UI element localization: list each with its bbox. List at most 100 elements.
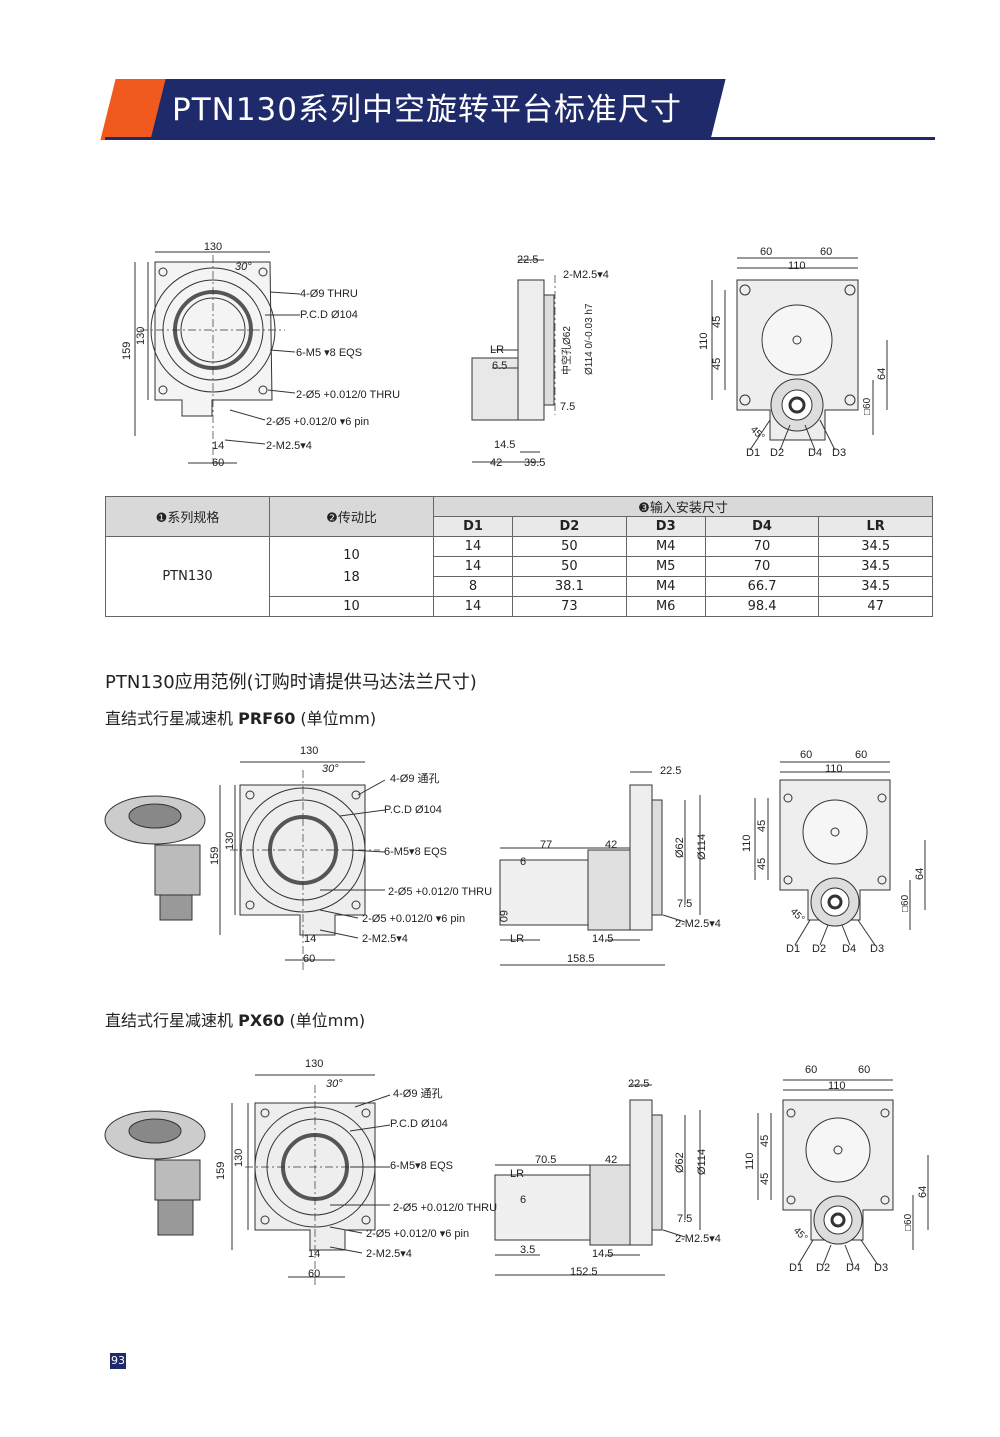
- table-row: 14 50 M5 70 34.5: [106, 556, 933, 577]
- front-pin-thru-label: 2-Ø5 +0.012/0 THRU: [296, 389, 400, 401]
- cell: 73: [512, 596, 627, 617]
- ex2-back-dim-64: 64: [917, 1186, 929, 1198]
- side-dim-114: Ø114 0/-0.03 h7: [584, 303, 595, 375]
- front-dim-60: 60: [212, 457, 224, 469]
- ex2-front-pcd-label: P.C.D Ø104: [390, 1118, 448, 1130]
- side-lr-label: LR: [490, 344, 504, 356]
- ex2-front-dim-14: 14: [308, 1248, 320, 1260]
- ex1-back-dim-64: 64: [914, 868, 926, 880]
- ex2-front-angle: 30°: [326, 1078, 343, 1090]
- top-drawings: 130 30° 159 130 4-Ø9 THRU P.C.D Ø104 6-M…: [121, 241, 888, 469]
- cell: 70: [704, 556, 820, 577]
- ex2-side-dim-6: 6: [520, 1194, 526, 1206]
- back-dim-110: 110: [788, 260, 806, 272]
- spec-table: ❶系列规格 ❷传动比 ❸输入安装尺寸 D1 D2 D3 D4 LR PTN130…: [105, 496, 933, 617]
- cell: 70: [704, 536, 820, 557]
- table-row: 10 14 73 M6 98.4 47: [106, 596, 933, 617]
- table-row: PTN130 10 18 14 50 M4 70 34.5: [105, 536, 933, 617]
- cell: 14: [432, 556, 514, 577]
- caption-prefix: 直结式行星减速机: [105, 709, 239, 728]
- cell: 14: [432, 596, 514, 617]
- ex1-back-angle-45: 45°: [788, 906, 806, 924]
- ex2-side-dim-152-5: 152.5: [570, 1266, 598, 1278]
- col-d4: D4: [704, 516, 820, 537]
- ex1-side-dim-60: 60: [497, 910, 509, 922]
- side-dim-6-5: 6.5: [492, 360, 507, 372]
- ex1-back-d4: D4: [842, 943, 856, 955]
- cell: M4: [625, 576, 706, 597]
- ex1-side-m25-label: 2-M2.5▾4: [675, 918, 721, 930]
- ex1-front-m25-label: 2-M2.5▾4: [362, 933, 408, 945]
- back-square-60: □60: [862, 397, 873, 415]
- ex1-side-lr-label: LR: [510, 933, 524, 945]
- cell: 34.5: [818, 576, 933, 597]
- ex1-back-square-60: □60: [900, 894, 911, 912]
- front-m25-label: 2-M2.5▾4: [266, 440, 312, 452]
- ex2-back-angle-45: 45°: [791, 1225, 809, 1243]
- ex1-front-dim-159: 159: [209, 847, 221, 865]
- ex2-front-dim-60: 60: [308, 1268, 320, 1280]
- example2-drawings: 130 30° 159 130 4-Ø9 通孔 P.C.D Ø104 6-M5▾…: [104, 1058, 929, 1285]
- ex2-front-m5-label: 6-M5▾8 EQS: [390, 1160, 453, 1172]
- ex1-back-d1: D1: [786, 943, 800, 955]
- header-rule: [105, 137, 935, 140]
- ex2-front-dim-159: 159: [215, 1162, 227, 1180]
- cell: 8: [432, 576, 514, 597]
- back-dim-45-bottom: 45: [711, 358, 723, 370]
- ex1-back-dim-60-left: 60: [800, 749, 812, 761]
- ex1-back-dim-110: 110: [825, 763, 843, 775]
- cell: 34.5: [818, 556, 933, 577]
- ex1-back-dim-45-top: 45: [756, 820, 768, 832]
- back-dim-60-right: 60: [820, 246, 832, 258]
- col-d3: D3: [625, 516, 706, 537]
- side-m25-label: 2-M2.5▾4: [563, 269, 609, 281]
- ex1-front-dim-14: 14: [304, 933, 316, 945]
- ratio-10: 10: [343, 547, 360, 563]
- ex2-back-dim-60-right: 60: [858, 1064, 870, 1076]
- ex1-side-dim-22-5: 22.5: [660, 765, 681, 777]
- ex1-side-dim-158-5: 158.5: [567, 953, 595, 965]
- cell: 38.1: [512, 576, 627, 597]
- back-d1: D1: [746, 447, 760, 459]
- cell: 34.5: [818, 536, 933, 557]
- ex1-side-dim-6: 6: [520, 856, 526, 868]
- section-title: PTN130应用范例(订购时请提供马达法兰尺寸): [105, 672, 477, 693]
- ex2-front-dim-130: 130: [305, 1058, 323, 1070]
- front-m5-label: 6-M5 ▾8 EQS: [296, 347, 362, 359]
- model-cell: PTN130: [105, 536, 270, 617]
- front-angle: 30°: [235, 261, 252, 273]
- ex2-side-dim-62: Ø62: [674, 1152, 686, 1173]
- front-dim-130-vertical: 130: [135, 327, 147, 345]
- ex1-back-dim-110-vertical: 110: [741, 834, 753, 852]
- ex2-back-dim-110-vertical: 110: [744, 1152, 756, 1170]
- ex1-front-dim-60: 60: [303, 953, 315, 965]
- ex1-front-dim-130-vertical: 130: [224, 832, 236, 850]
- col-d1: D1: [432, 516, 514, 537]
- cell: 50: [512, 556, 627, 577]
- side-dim-7-5: 7.5: [560, 401, 575, 413]
- ex2-back-d4: D4: [846, 1262, 860, 1274]
- cell: 14: [432, 536, 514, 557]
- ex1-front-thru-label: 4-Ø9 通孔: [390, 772, 440, 785]
- ex2-front-pin-thru-label: 2-Ø5 +0.012/0 THRU: [393, 1202, 497, 1214]
- ex2-side-dim-42: 42: [605, 1154, 617, 1166]
- ex2-back-square-60: □60: [903, 1213, 914, 1231]
- example2-caption: 直结式行星减速机 PX60 (单位mm): [105, 1007, 365, 1031]
- cell: M5: [625, 556, 706, 577]
- ex2-back-dim-60-left: 60: [805, 1064, 817, 1076]
- ex1-front-m5-label: 6-M5▾8 EQS: [384, 846, 447, 858]
- side-dim-39-5: 39.5: [524, 457, 545, 469]
- ex2-side-dim-114: Ø114: [696, 1149, 708, 1175]
- col-series: ❶系列规格: [105, 496, 270, 537]
- ex1-back-dim-45-bottom: 45: [756, 858, 768, 870]
- ex1-front-pin-thru-label: 2-Ø5 +0.012/0 THRU: [388, 886, 492, 898]
- ex2-front-pin-label: 2-Ø5 +0.012/0 ▾6 pin: [366, 1228, 469, 1240]
- ex1-front-pcd-label: P.C.D Ø104: [384, 804, 442, 816]
- ex1-back-d3: D3: [870, 943, 884, 955]
- ex2-side-dim-22-5: 22.5: [628, 1078, 649, 1090]
- ratio-cell-last: 10: [269, 596, 434, 617]
- ex1-side-dim-62: Ø62: [674, 837, 686, 858]
- ex1-front-pin-label: 2-Ø5 +0.012/0 ▾6 pin: [362, 913, 465, 925]
- ex2-side-dim-7-5: 7.5: [677, 1213, 692, 1225]
- caption-unit: (单位mm): [295, 709, 377, 728]
